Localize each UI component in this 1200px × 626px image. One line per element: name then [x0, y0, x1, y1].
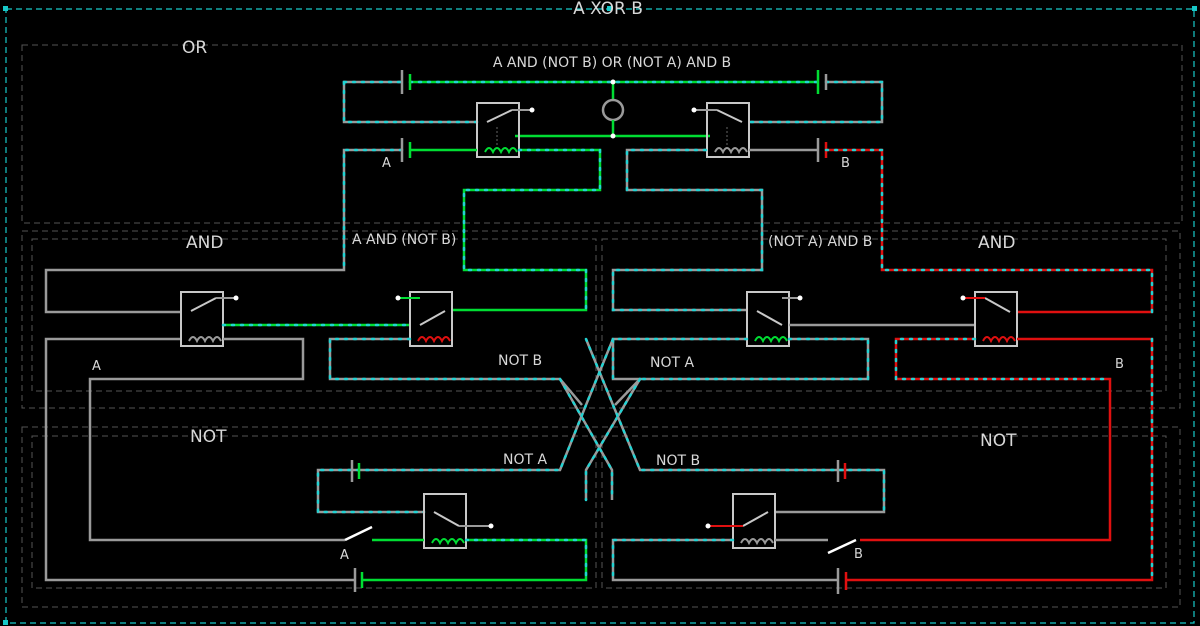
lamp-icon — [601, 98, 625, 122]
relay-icon[interactable] — [476, 102, 535, 158]
or-section-label: OR — [182, 38, 207, 58]
wire — [611, 148, 764, 312]
frame-handle[interactable] — [3, 620, 8, 625]
xor-frame — [5, 8, 1195, 624]
wire — [611, 538, 838, 582]
not-b-label: NOT B — [498, 353, 542, 369]
and-left-expression-label: A AND (NOT B) — [352, 232, 456, 248]
input-a-label: A — [382, 156, 391, 171]
current-flow — [638, 337, 870, 381]
and-right-expression-label: (NOT A) AND B — [768, 234, 872, 250]
wire — [44, 148, 402, 314]
wire — [88, 337, 345, 542]
wire — [362, 538, 588, 582]
and-left-frame — [31, 238, 597, 392]
not-a-label: NOT A — [650, 355, 694, 371]
current-flow — [824, 148, 1154, 314]
wire — [328, 337, 583, 406]
battery-icon — [350, 460, 361, 482]
battery-icon — [836, 460, 847, 482]
not-left-section-label: NOT — [190, 427, 227, 447]
and-outer-frame — [21, 230, 1181, 409]
current-flow — [584, 337, 886, 514]
current-flow — [342, 80, 479, 124]
and-input-b-label: B — [1115, 357, 1124, 372]
current-flow — [316, 337, 615, 514]
battery-icon — [836, 568, 848, 594]
and-right-frame — [601, 238, 1167, 392]
current-flow — [462, 148, 602, 312]
or-frame — [21, 44, 1183, 224]
wire — [584, 338, 886, 514]
relay-icon[interactable] — [423, 493, 494, 549]
battery-icon — [400, 70, 412, 94]
switch-icon[interactable] — [827, 538, 857, 555]
wire — [453, 148, 602, 312]
relay-icon[interactable] — [705, 493, 776, 549]
frame-handle[interactable] — [1192, 6, 1197, 11]
battery-icon — [400, 138, 412, 162]
not-right-frame — [601, 435, 1167, 589]
battery-icon — [816, 70, 828, 94]
current-flow — [328, 337, 562, 381]
current-flow — [747, 80, 884, 124]
not-left-frame — [31, 435, 597, 589]
frame-handle[interactable] — [3, 6, 8, 11]
relay-icon[interactable] — [960, 291, 1018, 347]
current-flow — [558, 377, 614, 502]
wire — [316, 338, 615, 514]
relay-icon[interactable] — [180, 291, 239, 347]
wire — [749, 80, 884, 124]
frame-handle[interactable] — [607, 6, 612, 11]
relay-icon[interactable] — [691, 102, 750, 158]
switch-a-label: A — [340, 548, 349, 563]
and-input-a-label: A — [92, 359, 101, 374]
relay-icon[interactable] — [746, 291, 803, 347]
current-flow — [611, 148, 764, 312]
current-flow — [894, 337, 1112, 381]
or-expression-label: A AND (NOT B) OR (NOT A) AND B — [493, 55, 731, 71]
current-flow — [342, 148, 404, 272]
wire — [846, 337, 1154, 582]
and-right-section-label: AND — [978, 233, 1015, 253]
wire — [44, 337, 355, 582]
switch-icon[interactable] — [344, 525, 373, 542]
current-flow — [611, 538, 735, 582]
switch-b-label: B — [854, 547, 863, 562]
wire — [614, 337, 870, 406]
page-title: A XOR B — [573, 0, 643, 19]
current-flow — [584, 377, 642, 502]
not-a-output-label: NOT A — [503, 452, 547, 468]
input-b-label: B — [841, 156, 850, 171]
and-left-section-label: AND — [186, 233, 223, 253]
not-outer-frame — [21, 426, 1181, 608]
not-right-section-label: NOT — [980, 431, 1017, 451]
relay-icon[interactable] — [395, 291, 453, 347]
not-b-output-label: NOT B — [656, 453, 700, 469]
current-flow — [464, 538, 588, 582]
